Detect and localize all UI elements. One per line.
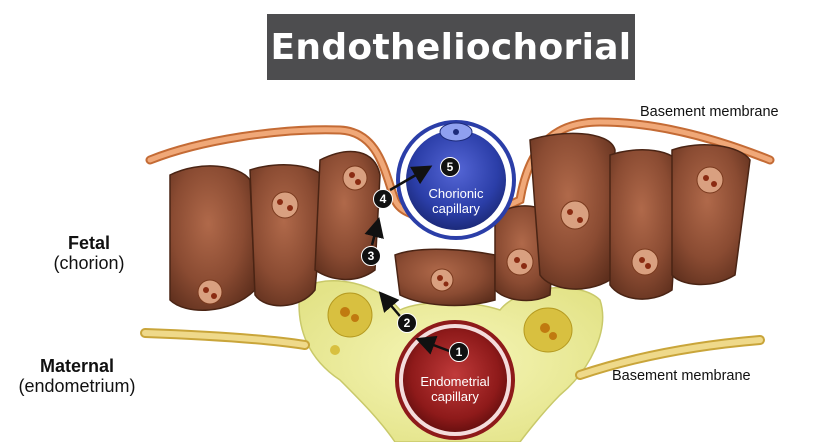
chorionic-capillary-label: Chorionic capillary bbox=[410, 186, 502, 216]
fetal-label-text: Fetal bbox=[34, 233, 144, 253]
step-3-marker: 3 bbox=[361, 246, 381, 266]
fetal-sublabel: (chorion) bbox=[53, 253, 124, 273]
step-4-marker: 4 bbox=[373, 189, 393, 209]
chorionic-capillary bbox=[398, 122, 514, 238]
endometrial-capillary-line2: capillary bbox=[408, 389, 502, 404]
page-title: Endotheliochorial bbox=[267, 14, 635, 80]
maternal-label: Maternal (endometrium) bbox=[2, 356, 152, 396]
endometrial-capillary-line1: Endometrial bbox=[408, 374, 502, 389]
endometrial-capillary-label: Endometrial capillary bbox=[408, 374, 502, 404]
chorionic-capillary-line1: Chorionic bbox=[410, 186, 502, 201]
step-5-marker: 5 bbox=[440, 157, 460, 177]
step-1-marker: 1 bbox=[449, 342, 469, 362]
basement-membrane-top-label: Basement membrane bbox=[640, 104, 779, 120]
fetal-label: Fetal (chorion) bbox=[34, 233, 144, 273]
maternal-label-text: Maternal bbox=[2, 356, 152, 376]
maternal-sublabel: (endometrium) bbox=[18, 376, 135, 396]
step-2-marker: 2 bbox=[397, 313, 417, 333]
chorionic-capillary-line2: capillary bbox=[410, 201, 502, 216]
basement-membrane-bottom-label: Basement membrane bbox=[612, 368, 751, 384]
